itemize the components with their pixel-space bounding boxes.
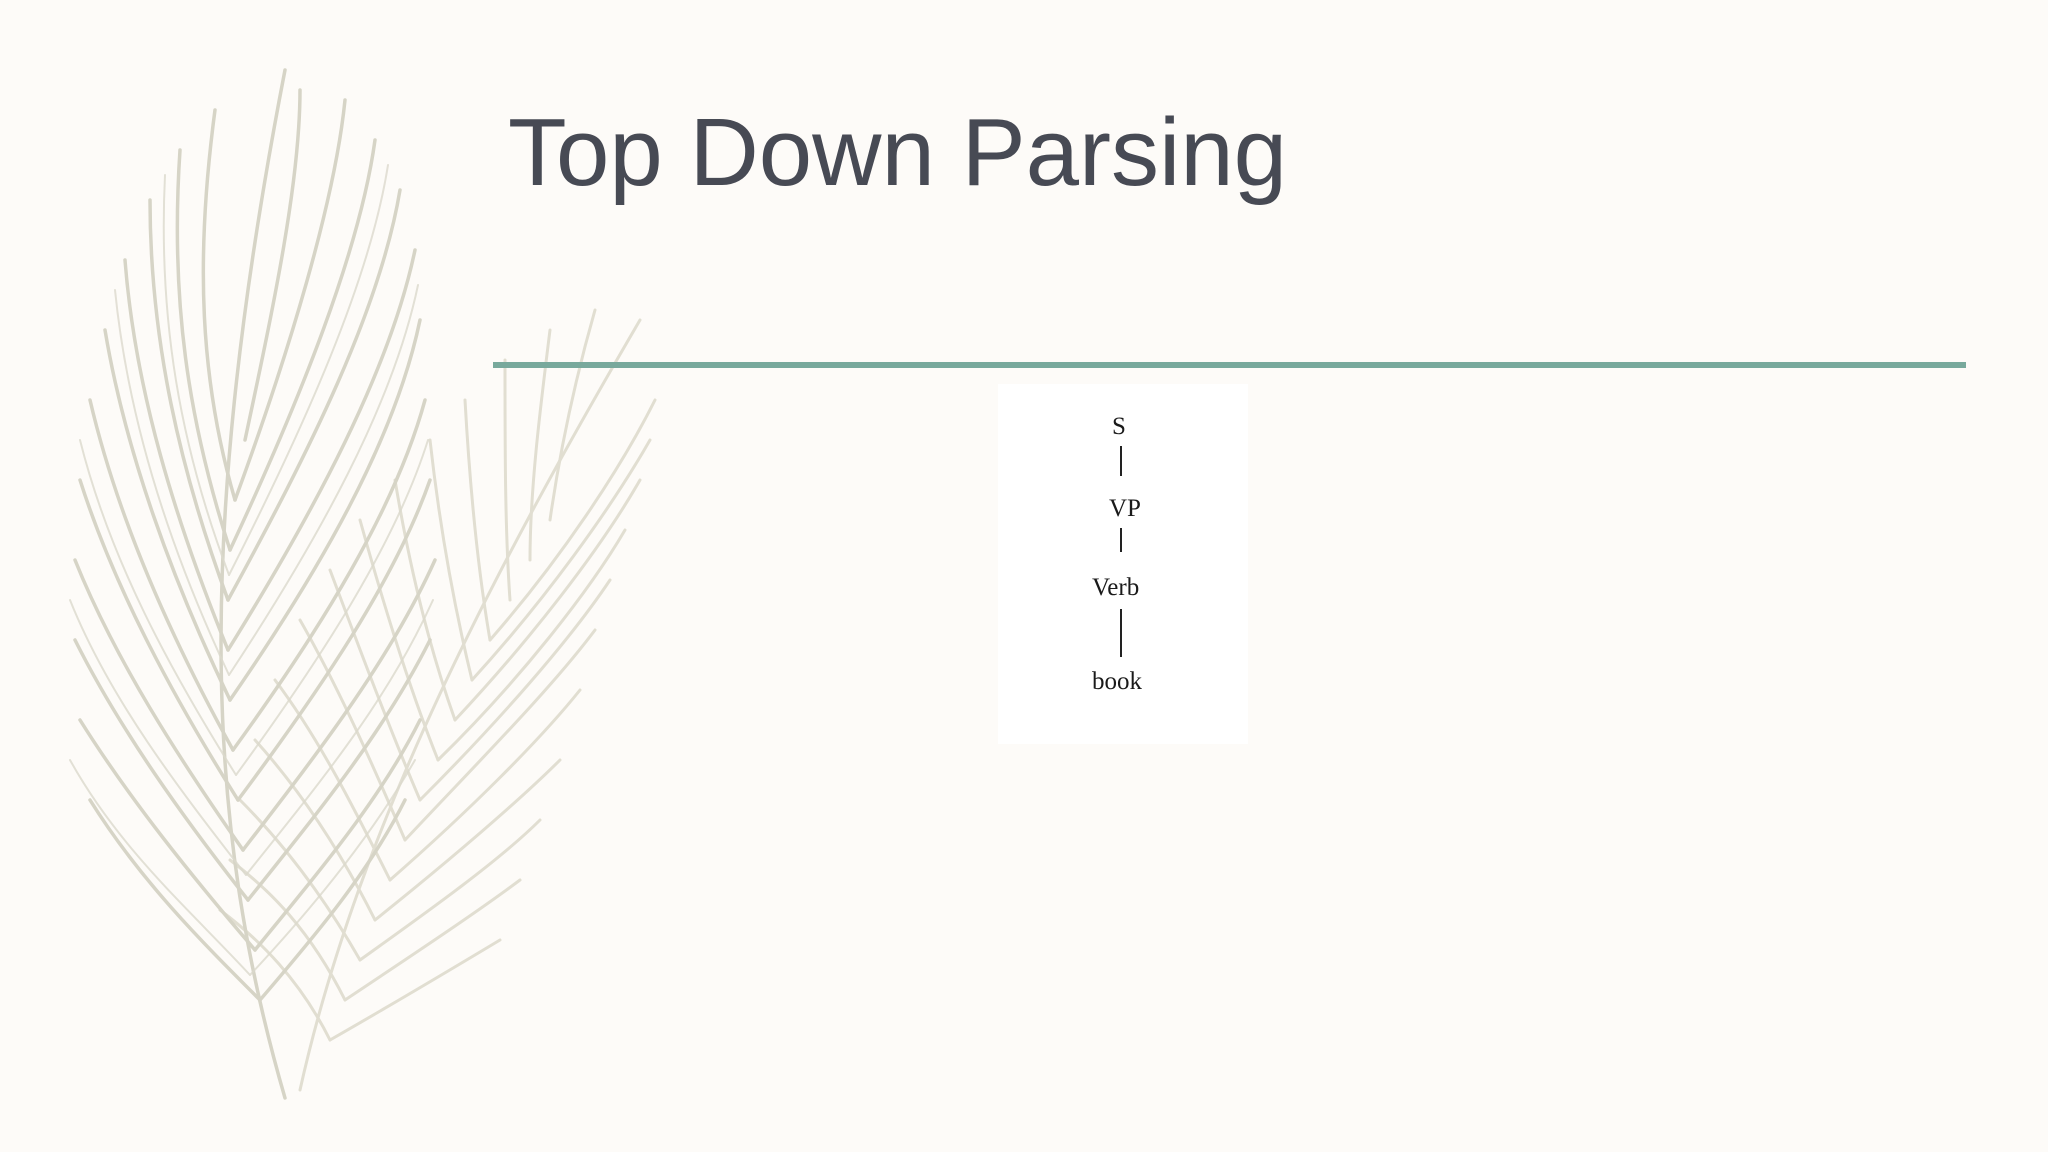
tree-edge-verb-book	[1120, 609, 1122, 657]
slide-title: Top Down Parsing	[508, 99, 1288, 206]
feather-illustration-icon	[69, 68, 657, 1100]
tree-node-vp: VP	[1109, 495, 1141, 522]
title-divider	[493, 362, 1966, 368]
parse-tree-diagram: S VP Verb book	[998, 384, 1248, 744]
tree-node-book: book	[1092, 668, 1142, 695]
tree-node-verb: Verb	[1092, 574, 1140, 601]
tree-node-s: S	[1112, 413, 1126, 440]
tree-edge-s-vp	[1120, 446, 1122, 476]
tree-edge-vp-verb	[1120, 528, 1122, 552]
